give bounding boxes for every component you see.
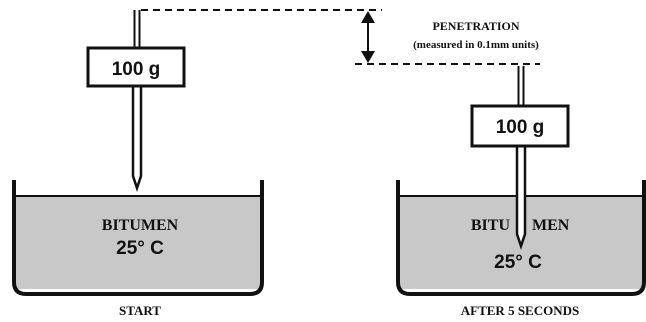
after-caption: AFTER 5 SECONDS bbox=[461, 303, 579, 318]
start-caption: START bbox=[119, 303, 161, 318]
after-material-label-left: BITU bbox=[471, 217, 511, 234]
after-weight-label: 100 g bbox=[496, 117, 545, 138]
after-temperature-label: 25° C bbox=[494, 252, 542, 273]
after-weight-box bbox=[470, 104, 570, 148]
start-apparatus: 100 g BITUMEN 25° C START bbox=[12, 10, 264, 318]
double-headed-arrow-icon bbox=[361, 11, 375, 63]
after-needle bbox=[515, 144, 527, 250]
penetration-indicator: PENETRATION (measured in 0.1mm units) bbox=[141, 9, 540, 65]
after-container bbox=[396, 180, 646, 296]
penetration-subtitle: (measured in 0.1mm units) bbox=[413, 39, 539, 51]
start-weight-box bbox=[86, 46, 186, 88]
start-container bbox=[12, 180, 264, 296]
start-bitumen-fill bbox=[16, 196, 260, 289]
start-weight-label: 100 g bbox=[112, 59, 161, 80]
penetration-title: PENETRATION bbox=[432, 19, 519, 33]
start-temperature-label: 25° C bbox=[116, 238, 164, 259]
start-needle bbox=[131, 84, 143, 192]
after-material-label-right: MEN bbox=[532, 217, 570, 234]
start-material-label: BITUMEN bbox=[102, 217, 179, 234]
after-apparatus: 100 g BITU MEN 25° C AFTER 5 SECONDS bbox=[396, 66, 646, 318]
